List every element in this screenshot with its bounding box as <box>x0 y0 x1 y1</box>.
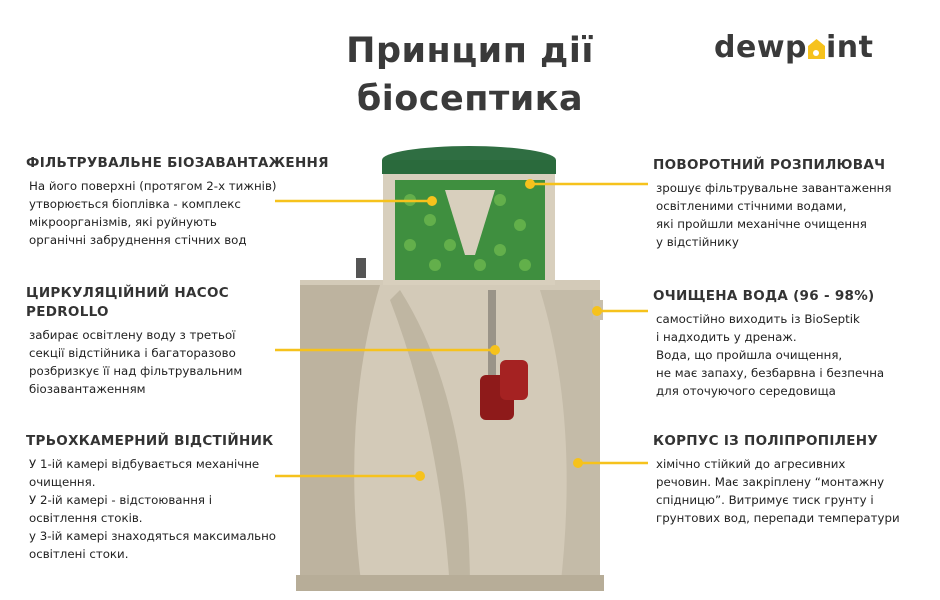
callout-dots <box>415 179 602 481</box>
logo-text-end: int <box>826 30 874 65</box>
tank-chamber-wall-right <box>540 290 600 590</box>
callout-text: На його поверхні (протягом 2-х тижнів) у… <box>29 179 277 247</box>
callout-sprayer: ПОВОРОТНИЙ РОЗПИЛЮВАЧ зрошує фільтруваль… <box>653 156 891 251</box>
callout-text: забирає освітлену воду з третьої секції … <box>29 328 243 396</box>
callout-text: хімічно стійкий до агресивних речовин. М… <box>656 457 900 525</box>
callout-heading: ОЧИЩЕНА ВОДА (96 - 98%) <box>653 288 875 304</box>
filter-media-pattern <box>404 194 531 271</box>
callout-body: КОРПУС ІЗ ПОЛІПРОПІЛЕНУ хімічно стійкий … <box>653 432 900 527</box>
callout-text: У 1-ій камері відбувається механічне очи… <box>29 457 276 561</box>
callout-heading: ЦИРКУЛЯЦІЙНИЙ НАСОС PEDROLLO <box>26 285 229 320</box>
tank-chamber-wall-left <box>300 285 380 590</box>
callout-lines <box>275 182 648 478</box>
callout-heading: ФІЛЬТРУВАЛЬНЕ БІОЗАВАНТАЖЕННЯ <box>26 155 329 171</box>
logo-text-start: dewp <box>714 30 808 65</box>
house-icon <box>808 39 826 59</box>
page-title-line1: Принцип дії <box>346 31 594 71</box>
callout-heading: КОРПУС ІЗ ПОЛІПРОПІЛЕНУ <box>653 433 879 449</box>
callout-settler: ТРЬОХКАМЕРНИЙ ВІДСТІЙНИК У 1-ій камері в… <box>26 432 276 563</box>
pedrollo-pump-2 <box>500 360 528 400</box>
callout-clean-water: ОЧИЩЕНА ВОДА (96 - 98%) самостійно виход… <box>653 287 884 400</box>
callout-heading: ПОВОРОТНИЙ РОЗПИЛЮВАЧ <box>653 157 886 173</box>
page-title-line2: біосептика <box>356 79 584 119</box>
tank-chamber-wall-mid <box>390 290 470 590</box>
callout-heading: ТРЬОХКАМЕРНИЙ ВІДСТІЙНИК <box>26 433 274 449</box>
callout-text: зрошує фільтрувальне завантаження освітл… <box>656 181 892 249</box>
inlet-pipe <box>356 258 366 278</box>
callout-text: самостійно виходить із BioSeptik і надхо… <box>656 312 885 398</box>
pump-pipe <box>488 290 496 380</box>
tank-skirt <box>296 575 604 591</box>
rotary-sprayer-cone <box>445 190 495 255</box>
callout-filter-media: ФІЛЬТРУВАЛЬНЕ БІОЗАВАНТАЖЕННЯ На його по… <box>26 154 329 249</box>
callout-pump: ЦИРКУЛЯЦІЙНИЙ НАСОС PEDROLLO забирає осв… <box>26 284 242 398</box>
